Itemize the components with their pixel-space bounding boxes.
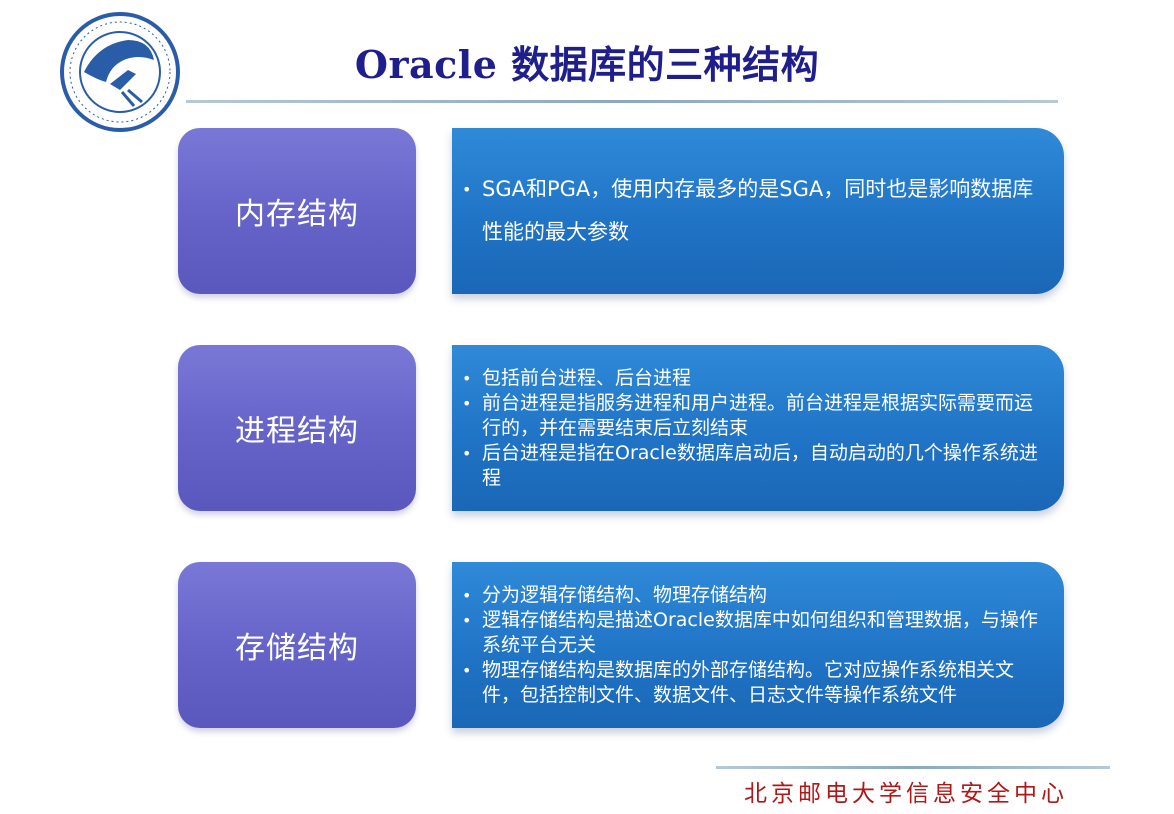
- bullet-item: 分为逻辑存储结构、物理存储结构: [458, 583, 1044, 608]
- bullet-item: SGA和PGA，使用内存最多的是SGA，同时也是影响数据库性能的最大参数: [458, 168, 1044, 254]
- footer-text: 北京邮电大学信息安全中心: [744, 781, 1068, 807]
- slide-title: Oracle 数据库的三种结构: [354, 42, 820, 87]
- section-label-storage: 存储结构: [178, 562, 416, 728]
- bullet-item: 后台进程是指在Oracle数据库启动后，自动启动的几个操作系统进程: [458, 441, 1044, 491]
- section-content-memory: SGA和PGA，使用内存最多的是SGA，同时也是影响数据库性能的最大参数: [452, 128, 1064, 294]
- section-label-process: 进程结构: [178, 345, 416, 511]
- bullet-item: 物理存储结构是数据库的外部存储结构。它对应操作系统相关文件，包括控制文件、数据文…: [458, 658, 1044, 708]
- section-content-process: 包括前台进程、后台进程 前台进程是指服务进程和用户进程。前台进程是根据实际需要而…: [452, 345, 1064, 511]
- university-logo: [58, 10, 182, 134]
- section-label-memory: 内存结构: [178, 128, 416, 294]
- bullet-item: 包括前台进程、后台进程: [458, 366, 1044, 391]
- title-divider: [186, 100, 1058, 103]
- bullet-item: 前台进程是指服务进程和用户进程。前台进程是根据实际需要而运行的，并在需要结束后立…: [458, 391, 1044, 441]
- footer-divider: [716, 766, 1110, 769]
- bullet-item: 逻辑存储结构是描述Oracle数据库中如何组织和管理数据，与操作系统平台无关: [458, 608, 1044, 658]
- section-content-storage: 分为逻辑存储结构、物理存储结构 逻辑存储结构是描述Oracle数据库中如何组织和…: [452, 562, 1064, 728]
